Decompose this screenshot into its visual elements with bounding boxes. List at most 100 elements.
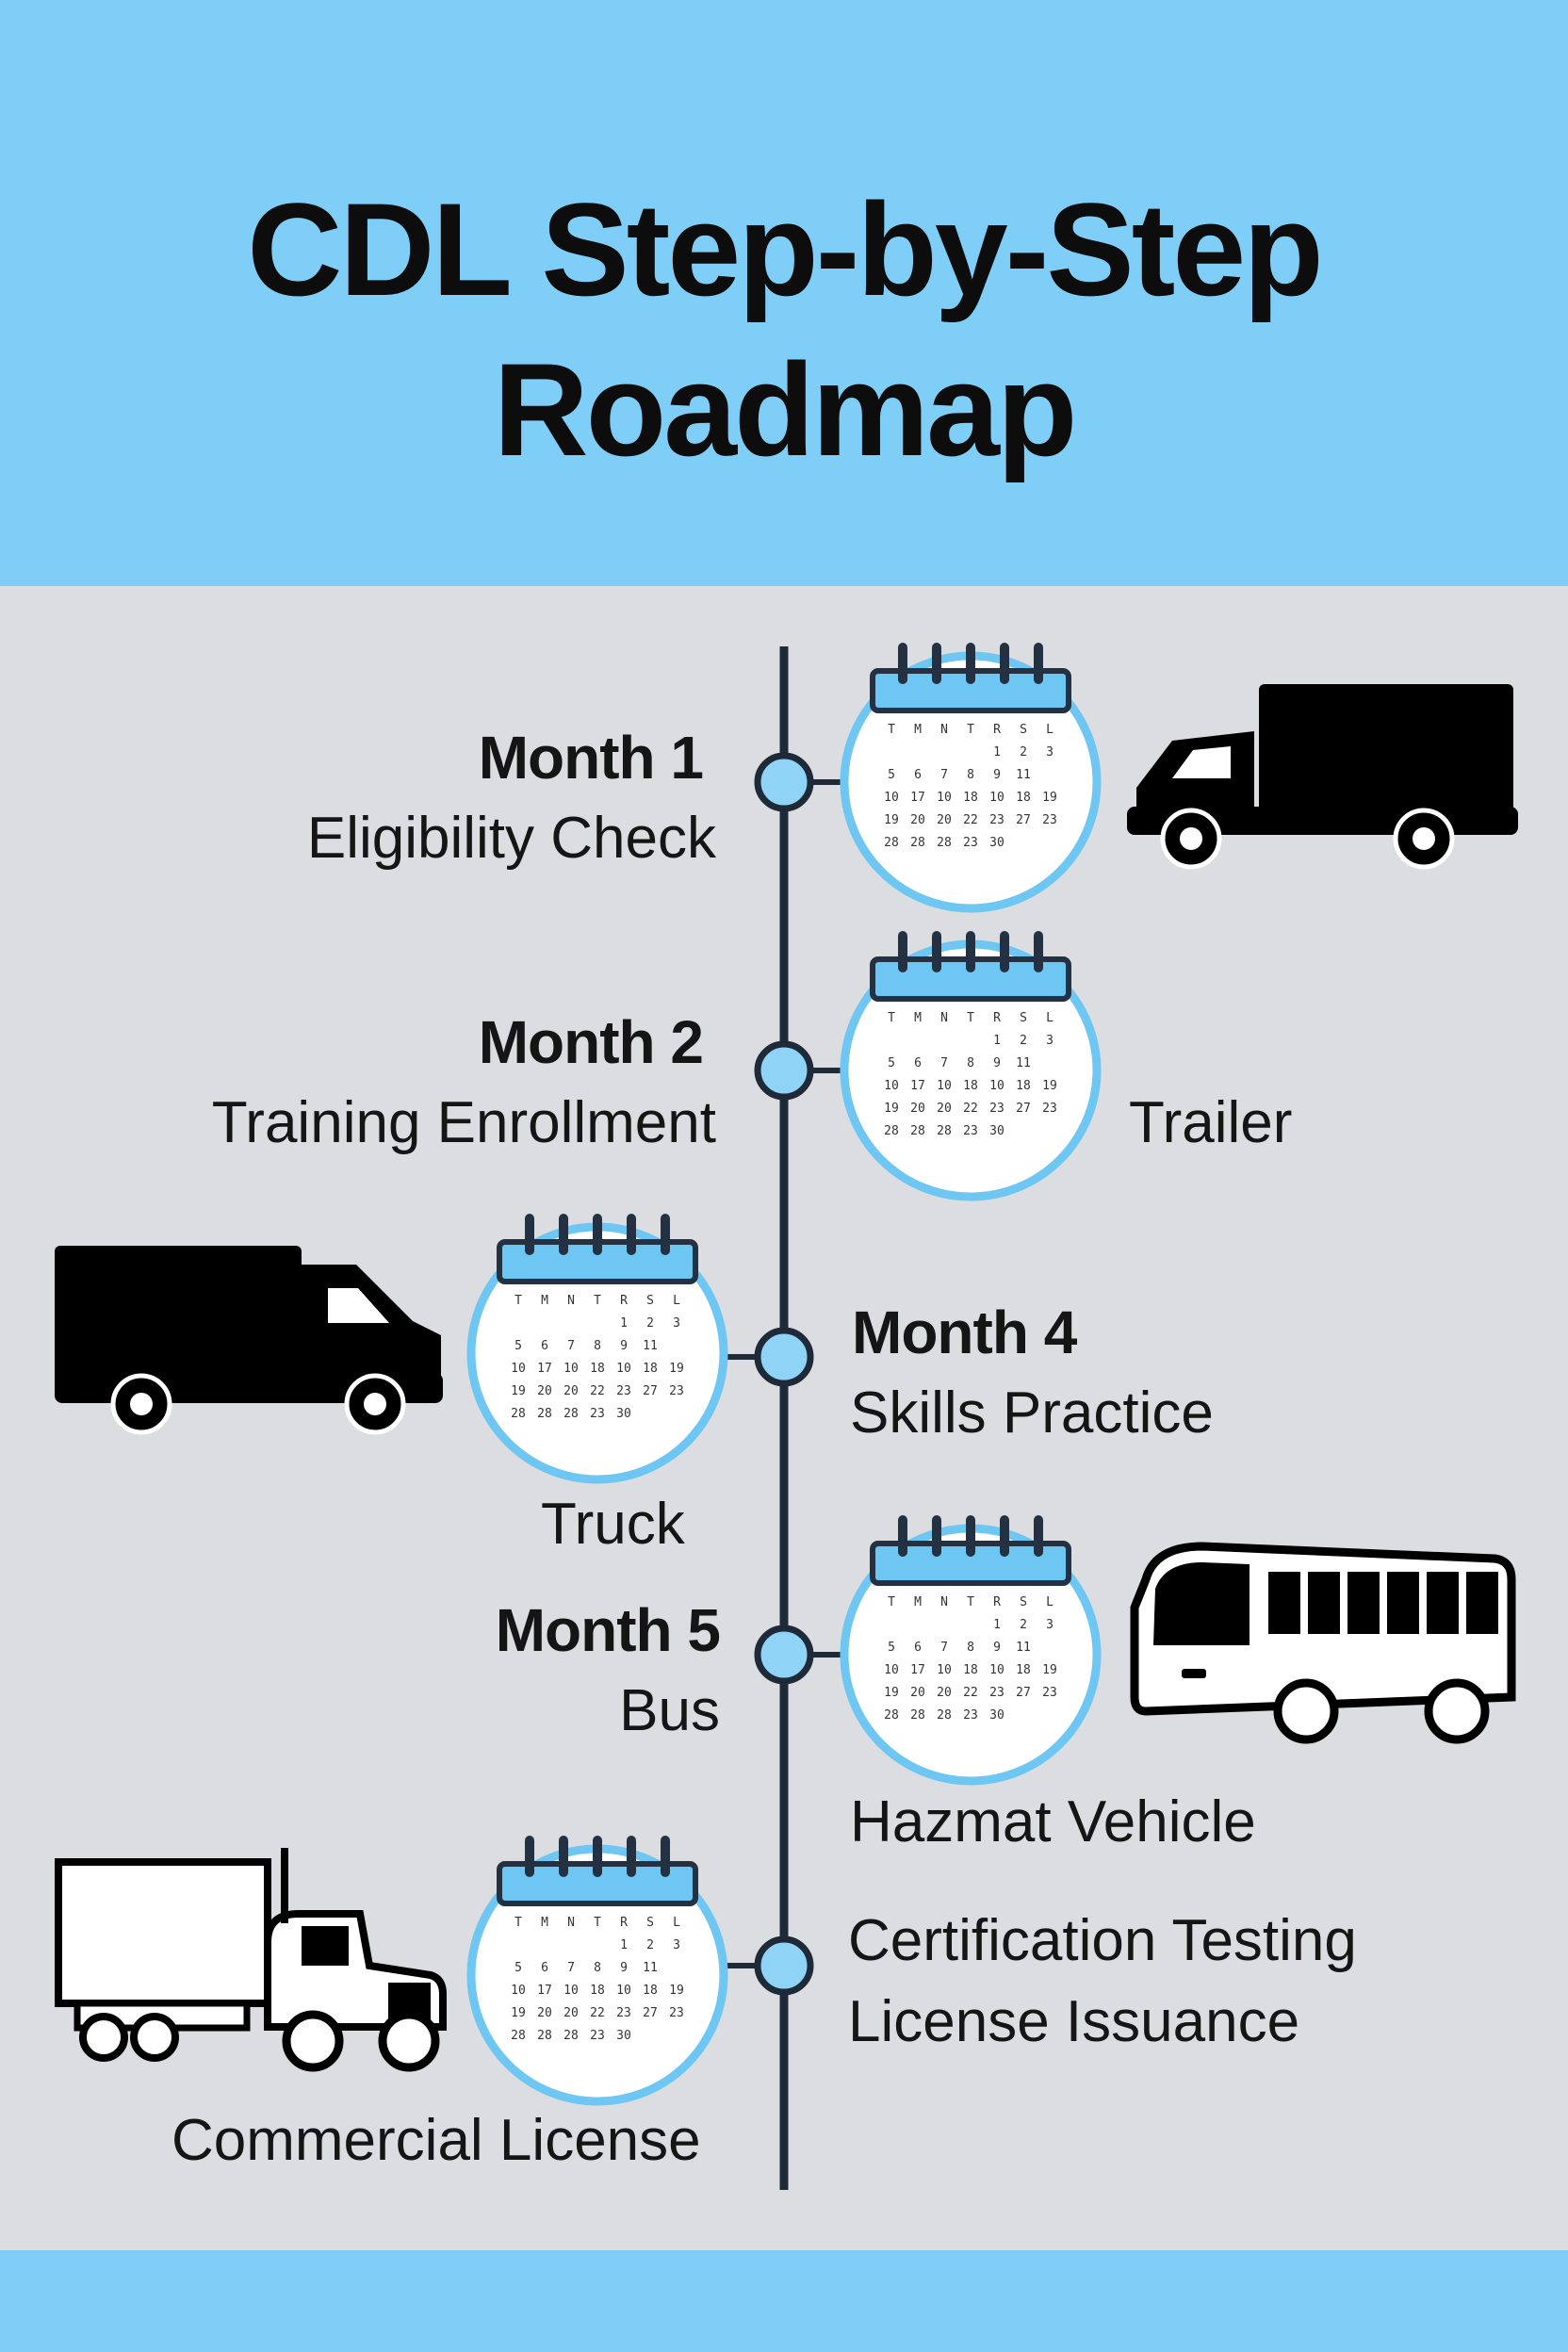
- calendar-day: 20: [937, 813, 952, 827]
- calendar-weekday: T: [888, 1595, 895, 1609]
- calendar-day: 3: [1046, 1618, 1054, 1632]
- calendar-weekday: M: [914, 1595, 922, 1609]
- calendar-ring: [898, 643, 907, 684]
- calendar-weekday: S: [1020, 723, 1027, 737]
- calendar-ring: [661, 1214, 670, 1255]
- calendar-weekday: N: [567, 1294, 575, 1308]
- bus-window: [1268, 1572, 1300, 1634]
- calendar-weekday: T: [888, 723, 895, 737]
- calendar-day: 19: [511, 1384, 526, 1398]
- calendar-ring: [1034, 643, 1043, 684]
- calendar-day: 7: [940, 768, 948, 782]
- calendar-day: 20: [910, 1686, 925, 1700]
- month-1-label: Month 1: [478, 724, 704, 792]
- calendar-day: 28: [910, 1124, 925, 1138]
- calendar-day: 18: [590, 1362, 605, 1376]
- calendar-day: 17: [910, 791, 925, 805]
- calendar-day: 20: [537, 1384, 552, 1398]
- calendar-weekday: R: [620, 1294, 628, 1308]
- calendar-day: 17: [537, 1362, 552, 1376]
- calendar-weekday: M: [914, 1011, 922, 1025]
- calendar-day: 6: [541, 1961, 548, 1975]
- calendar-weekday: T: [967, 1011, 974, 1025]
- hazmat-vehicle-label: Hazmat Vehicle: [850, 1789, 1256, 1854]
- calendar-ring: [966, 643, 975, 684]
- title-banner: [0, 0, 1568, 586]
- calendar-day: 1: [620, 1938, 628, 1952]
- calendar-day: 28: [511, 2029, 526, 2043]
- calendar-day: 18: [590, 1984, 605, 1998]
- calendar-ring: [932, 1515, 941, 1557]
- calendar-day: 23: [963, 836, 978, 850]
- calendar-day: 3: [1046, 1034, 1054, 1048]
- calendar-day: 10: [616, 1362, 631, 1376]
- calendar-ring: [627, 1836, 636, 1877]
- calendar-day: 5: [888, 768, 895, 782]
- calendar-day: 19: [1042, 791, 1057, 805]
- calendar-day: 28: [511, 1407, 526, 1421]
- calendar-day: 23: [989, 813, 1004, 827]
- box-truck-icon: [1127, 684, 1518, 870]
- semi-exhaust: [281, 1848, 288, 1923]
- calendar-day: 19: [1042, 1663, 1057, 1677]
- calendar-day: 18: [963, 791, 978, 805]
- calendar-ring: [525, 1836, 534, 1877]
- calendar-weekday: L: [1046, 1595, 1054, 1609]
- bus-window: [1308, 1572, 1340, 1634]
- calendar-day: 6: [914, 768, 922, 782]
- calendar-day: 23: [669, 2006, 684, 2020]
- calendar-day: 6: [914, 1056, 922, 1070]
- calendar-day: 23: [963, 1124, 978, 1138]
- semi-cab-window: [302, 1926, 349, 1966]
- calendar-day: 18: [1016, 791, 1031, 805]
- calendar-day: 23: [989, 1686, 1004, 1700]
- hub-rear: [1413, 827, 1435, 850]
- calendar-weekday: S: [1020, 1011, 1027, 1025]
- calendar-day: 10: [989, 1079, 1004, 1093]
- calendar-day: 8: [594, 1961, 601, 1975]
- calendar-day: 10: [511, 1362, 526, 1376]
- calendar-weekday: T: [594, 1916, 601, 1930]
- trailer-box: [55, 1858, 271, 2007]
- calendar-day: 2: [646, 1938, 654, 1952]
- calendar-day: 10: [616, 1984, 631, 1998]
- certification-testing-step: Certification Testing: [848, 1908, 1357, 1973]
- calendar-day: 9: [620, 1961, 628, 1975]
- calendar-day: 7: [567, 1961, 575, 1975]
- calendar-day: 18: [963, 1663, 978, 1677]
- calendar-day: 8: [594, 1339, 601, 1353]
- calendar-day: 10: [564, 1362, 579, 1376]
- calendar-day: 20: [564, 1384, 579, 1398]
- commercial-license-label: Commercial License: [172, 2108, 701, 2173]
- calendar-day: 20: [564, 2006, 579, 2020]
- hub-front: [364, 1393, 386, 1415]
- calendar-day: 17: [537, 1984, 552, 1998]
- calendar-day: 1: [993, 1618, 1001, 1632]
- calendar-day: 23: [1042, 1102, 1057, 1116]
- calendar-ring: [1000, 1515, 1009, 1557]
- calendar-day: 20: [910, 1102, 925, 1116]
- calendar-day: 6: [541, 1339, 548, 1353]
- semi-wheel: [378, 2010, 440, 2072]
- timeline-node: [754, 752, 814, 812]
- month-4-step: Skills Practice: [850, 1380, 1214, 1446]
- truck-cab: [302, 1265, 441, 1385]
- calendar-day: 23: [963, 1708, 978, 1723]
- calendar-day: 8: [967, 1056, 974, 1070]
- timeline-node-certification: [727, 1936, 814, 1996]
- calendar-day: 7: [567, 1339, 575, 1353]
- calendar-day: 23: [669, 1384, 684, 1398]
- page-title: CDL Step-by-Step Roadmap: [0, 170, 1568, 490]
- calendar-ring: [898, 931, 907, 972]
- timeline-node-month-2: [754, 1040, 841, 1101]
- calendar-day: 19: [884, 1102, 899, 1116]
- month-1-step: Eligibility Check: [306, 806, 716, 871]
- calendar-ring: [559, 1836, 568, 1877]
- calendar-day: 30: [989, 1708, 1004, 1723]
- calendar-ring: [966, 1515, 975, 1557]
- calendar-day: 30: [989, 836, 1004, 850]
- calendar-day: 5: [888, 1641, 895, 1655]
